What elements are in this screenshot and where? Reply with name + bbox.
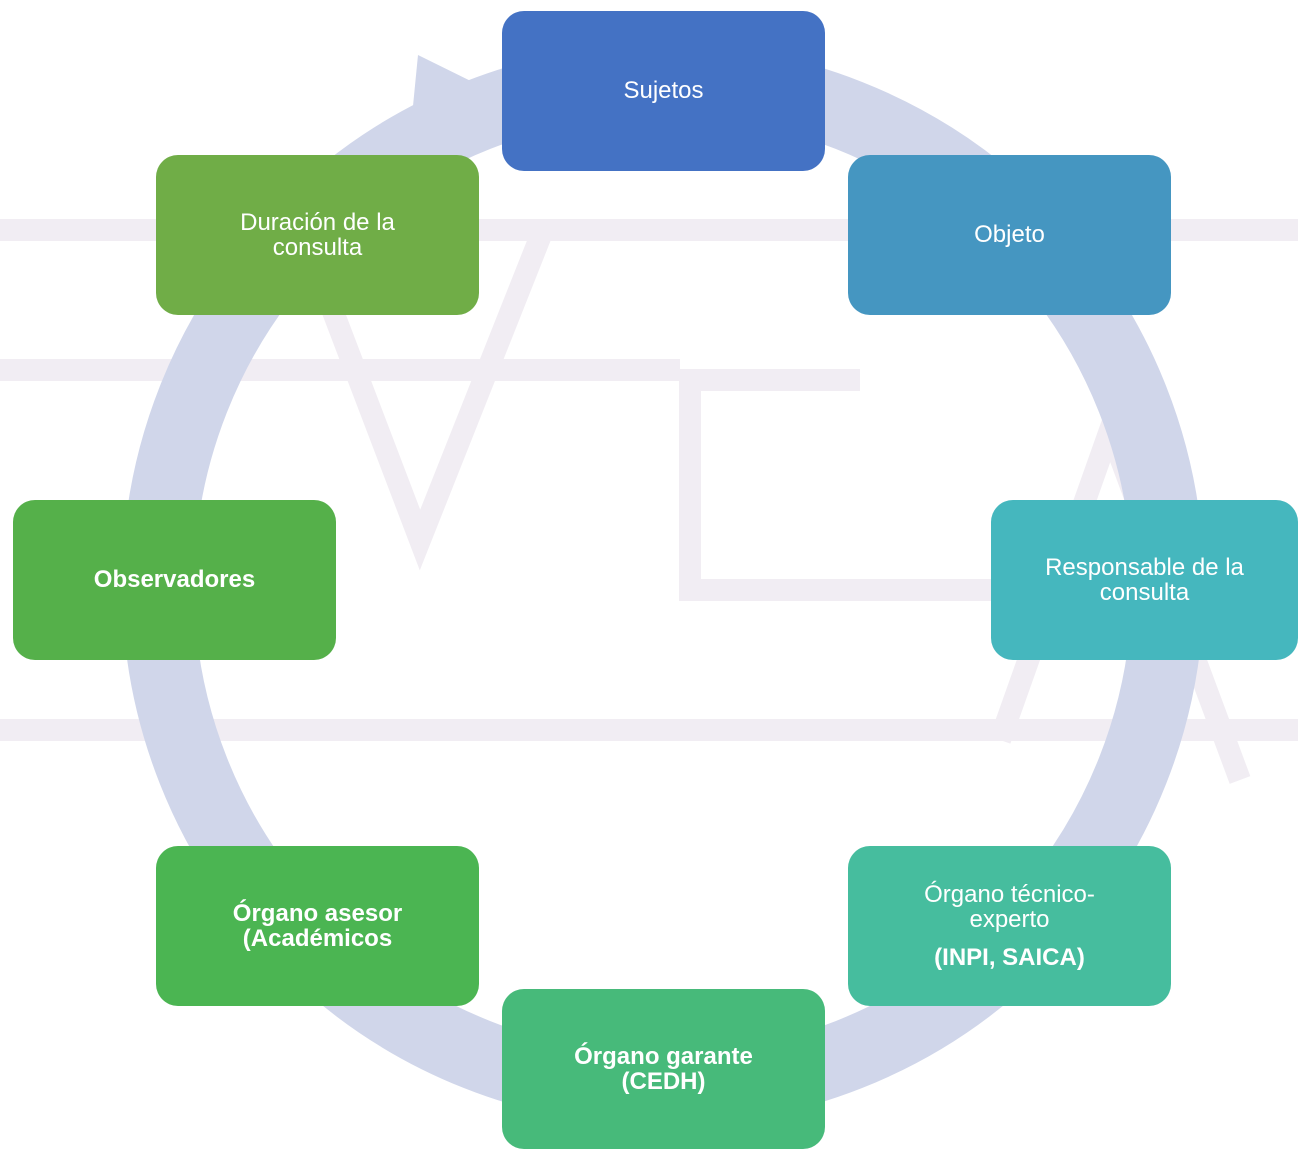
node-responsable-label: Responsable de la consulta: [1045, 553, 1244, 606]
node-sujetos: Sujetos: [502, 11, 825, 171]
node-responsable: Responsable de la consulta: [991, 500, 1298, 660]
node-sujetos-label: Sujetos: [623, 77, 704, 105]
node-observadores-label: Observadores: [93, 566, 256, 594]
node-organo-tecnico-sublabel: (INPI, SAICA): [934, 943, 1085, 971]
node-objeto: Objeto: [848, 155, 1171, 315]
node-organo-garante: Órgano garante (CEDH): [502, 989, 825, 1149]
node-organo-tecnico-label: Órgano técnico-experto: [924, 881, 1095, 934]
node-organo-asesor: Órgano asesor (Académicos: [156, 846, 479, 1006]
node-organo-garante-label: Órgano garante (CEDH): [574, 1042, 753, 1095]
node-observadores: Observadores: [13, 500, 336, 660]
cycle-arrowhead: [408, 55, 493, 157]
node-organo-tecnico: Órgano técnico-experto (INPI, SAICA): [848, 846, 1171, 1006]
node-duracion: Duración de la consulta: [156, 155, 479, 315]
node-objeto-label: Objeto: [974, 221, 1045, 249]
node-organo-asesor-label: Órgano asesor (Académicos: [232, 899, 403, 952]
node-duracion-label: Duración de la consulta: [240, 208, 395, 261]
